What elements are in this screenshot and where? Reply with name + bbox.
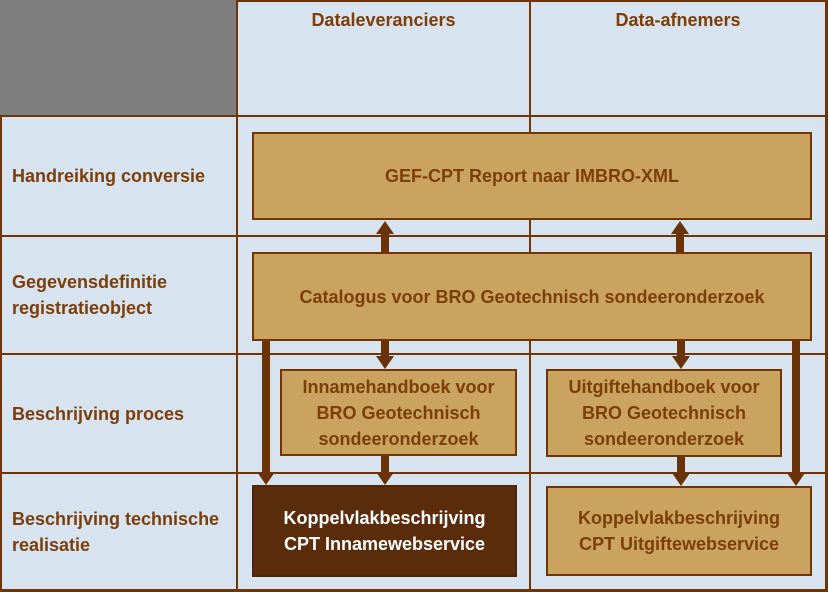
arrow-shaft bbox=[381, 456, 389, 472]
arrow-shaft bbox=[677, 457, 685, 473]
grid-line-vertical-1 bbox=[236, 0, 238, 592]
arrow-catalogus-to-gef-right-up bbox=[671, 221, 689, 252]
box-uitgiftehandboek: Uitgiftehandboek voor BRO Geotechnisch s… bbox=[546, 369, 782, 457]
arrow-catalogus-to-innamehandboek-down bbox=[376, 341, 394, 369]
grid-line-horizontal-4 bbox=[0, 472, 828, 474]
arrow-uitgiftehandboek-to-koppelvlak-down bbox=[672, 457, 690, 486]
box-label: GEF-CPT Report naar IMBRO-XML bbox=[384, 166, 679, 186]
arrow-head-icon bbox=[672, 356, 690, 369]
arrow-head-icon bbox=[376, 221, 394, 234]
row-label-handreiking-conversie: Handreiking conversie bbox=[0, 117, 236, 235]
box-catalogus: Catalogus voor BRO Geotechnisch sondeero… bbox=[252, 252, 812, 341]
box-label: Catalogus voor BRO Geotechnisch sondeero… bbox=[299, 286, 765, 307]
arrow-catalogus-to-uitgiftehandboek-down bbox=[672, 341, 690, 369]
arrow-head-icon bbox=[672, 473, 690, 486]
box-koppelvlak-innamewebservice: Koppelvlakbeschrijving CPT Innamewebserv… bbox=[252, 485, 517, 577]
arrow-shaft bbox=[381, 341, 389, 356]
box-gef-cpt-report: GEF-CPT Report naar IMBRO-XML bbox=[252, 132, 812, 220]
arrow-catalogus-to-gef-left-up bbox=[376, 221, 394, 252]
outer-border-right bbox=[825, 0, 828, 592]
grid-line-horizontal-1 bbox=[0, 115, 828, 117]
column-header-label: Data-afnemers bbox=[615, 10, 741, 30]
box-innamehandboek: Innamehandboek voor BRO Geotechnisch son… bbox=[280, 369, 517, 456]
outer-border-top bbox=[236, 0, 828, 2]
box-label: Uitgiftehandboek voor BRO Geotechnisch s… bbox=[568, 377, 760, 449]
outer-border-bottom bbox=[0, 589, 828, 592]
grid-line-horizontal-2 bbox=[0, 235, 828, 237]
row-label-beschrijving-technische-realisatie: Beschrijving technische realisatie bbox=[0, 474, 236, 589]
column-header-label: Dataleveranciers bbox=[311, 10, 456, 30]
box-label: Koppelvlakbeschrijving CPT Uitgiftewebse… bbox=[577, 508, 781, 554]
arrow-head-icon bbox=[787, 473, 805, 486]
arrow-shaft bbox=[676, 234, 684, 252]
arrow-head-icon bbox=[671, 221, 689, 234]
arrow-head-icon bbox=[376, 356, 394, 369]
box-label: Koppelvlakbeschrijving CPT Innamewebserv… bbox=[283, 508, 486, 554]
box-koppelvlak-uitgiftewebservice: Koppelvlakbeschrijving CPT Uitgiftewebse… bbox=[546, 486, 812, 576]
arrow-shaft bbox=[262, 341, 270, 472]
row-label-text: Gegevensdefinitie registratieobject bbox=[12, 272, 168, 318]
arrow-catalogus-to-koppelvlak-inname-down bbox=[257, 341, 275, 485]
column-header-dataleveranciers: Dataleveranciers bbox=[238, 0, 529, 115]
arrow-innamehandboek-to-koppelvlak-down bbox=[376, 456, 394, 485]
arrow-head-icon bbox=[376, 472, 394, 485]
box-label: Innamehandboek voor BRO Geotechnisch son… bbox=[302, 376, 495, 449]
arrow-catalogus-to-koppelvlak-uitgifte-down bbox=[787, 341, 805, 486]
arrow-shaft bbox=[677, 341, 685, 356]
row-label-text: Handreiking conversie bbox=[12, 166, 206, 186]
arrow-shaft bbox=[792, 341, 800, 473]
corner-cell bbox=[0, 0, 236, 115]
row-label-text: Beschrijving technische realisatie bbox=[12, 508, 220, 555]
grid-line-horizontal-3 bbox=[0, 353, 828, 355]
outer-border-left bbox=[0, 115, 2, 592]
row-label-gegevensdefinitie-registratieobject: Gegevensdefinitie registratieobject bbox=[0, 237, 236, 353]
column-header-data-afnemers: Data-afnemers bbox=[531, 0, 825, 115]
arrow-shaft bbox=[381, 234, 389, 252]
row-label-text: Beschrijving proces bbox=[12, 403, 185, 424]
row-label-beschrijving-proces: Beschrijving proces bbox=[0, 355, 236, 472]
arrow-head-icon bbox=[257, 472, 275, 485]
